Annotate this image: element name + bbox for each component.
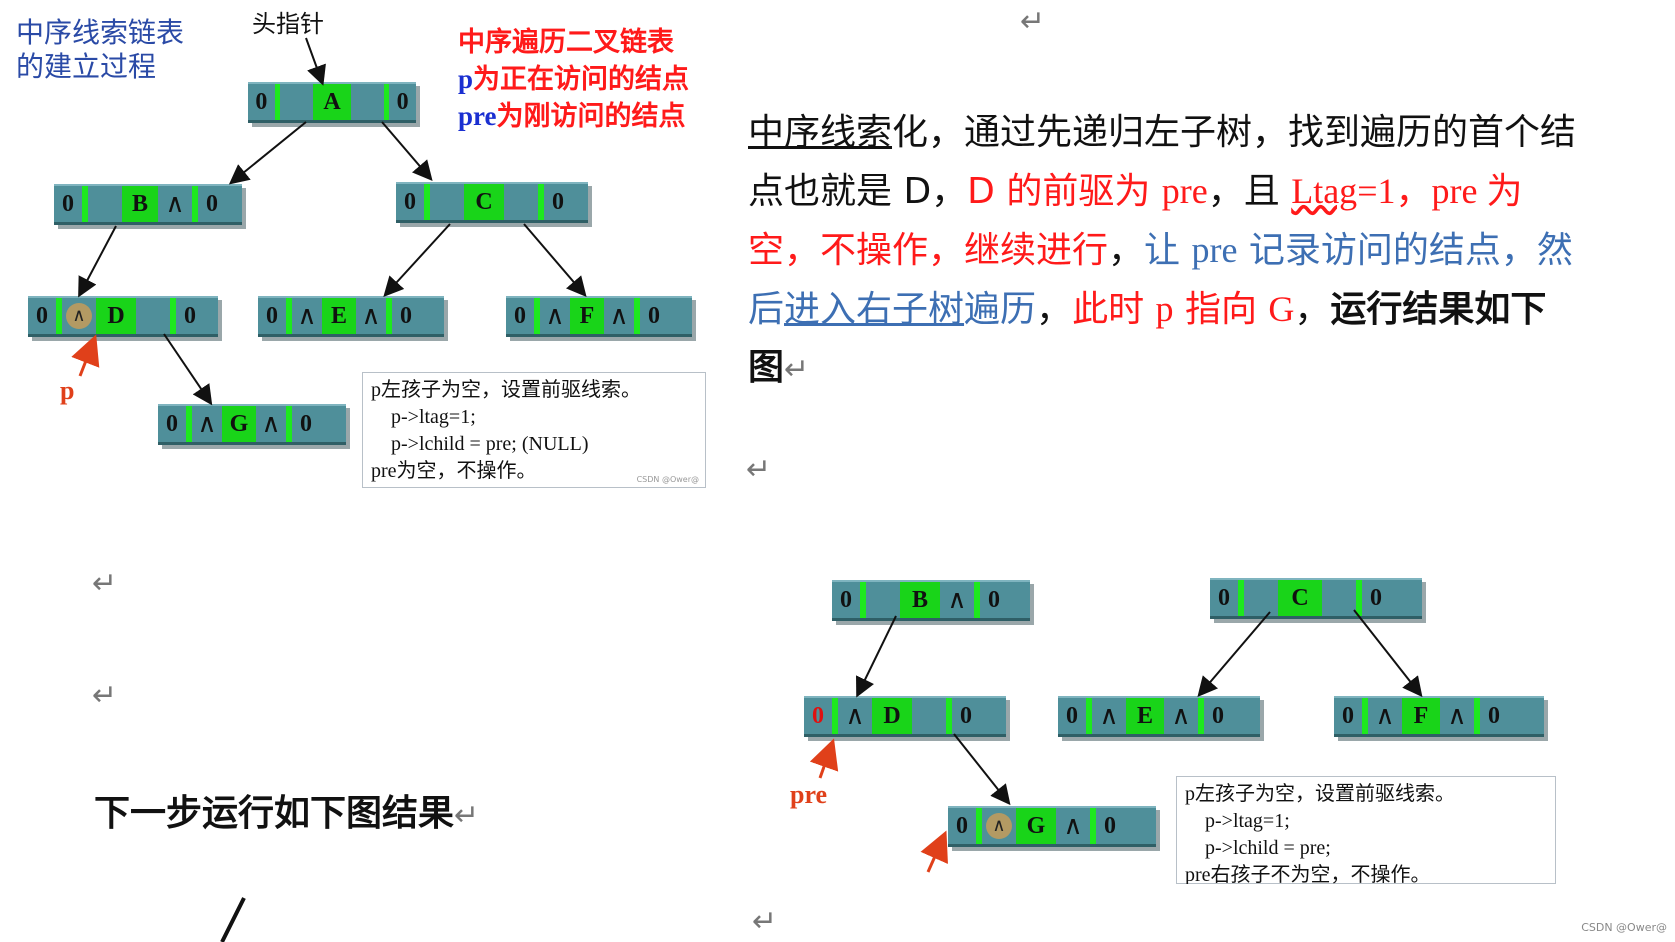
tree-node-g-2: 0 ∧ G ∧ 0 (948, 806, 1156, 847)
enter-mark-left-1: ↵ (92, 566, 118, 601)
enter-mark-para-after: ↵ (746, 452, 772, 487)
next-step-text: 下一步运行如下图结果↵ (94, 793, 480, 834)
tree-node-a: 0 A 0 (248, 82, 416, 123)
tree-node-b-2: 0 B ∧ 0 (832, 580, 1030, 621)
top-left-figure: 中序线索链表 的建立过程 头指针 中序遍历二叉链表 p为正在访问的结点 pre为… (0, 0, 712, 488)
tree-node-d: 0 ∧ D 0 (28, 296, 218, 337)
thread-marker-2: ∧ (982, 808, 1016, 844)
figure-legend: 中序遍历二叉链表 p为正在访问的结点 pre为刚访问的结点 (458, 27, 690, 131)
enter-mark-left-2: ↵ (92, 678, 118, 713)
enter-mark-bottom: ↵ (752, 904, 778, 939)
code-box-top: p左孩子为空，设置前驱线索。 p->ltag=1; p->lchild = pr… (362, 372, 706, 488)
tree-node-e: 0 ∧ E ∧ 0 (258, 296, 444, 337)
tree-node-e-2: 0 ∧ E ∧ 0 (1058, 696, 1260, 737)
figure-title: 中序线索链表 的建立过程 (16, 16, 185, 83)
stray-stroke (220, 897, 246, 942)
head-pointer-label: 头指针 (252, 10, 324, 38)
pointer-pre-label: pre (790, 780, 828, 809)
figure-watermark: CSDN @Ower@ (636, 475, 699, 484)
tree-node-c-2: 0 C 0 (1210, 578, 1422, 619)
tree-node-b: 0 B ∧ 0 (54, 184, 242, 225)
thread-marker: ∧ (62, 298, 96, 334)
tree-node-f: 0 ∧ F ∧ 0 (506, 296, 692, 337)
code-box-bottom: p左孩子为空，设置前驱线索。 p->ltag=1; p->lchild = pr… (1176, 776, 1556, 884)
tree-node-d-2: 0 ∧ D 0 (804, 696, 1006, 737)
tree-node-g: 0 ∧ G ∧ 0 (158, 404, 346, 445)
bottom-right-figure: 0 B ∧ 0 0 C 0 0 ∧ D 0 0 ∧ E ∧ 0 0 ∧ F ∧ (790, 570, 1556, 884)
tree-node-f-2: 0 ∧ F ∧ 0 (1334, 696, 1544, 737)
enter-mark-top: ↵ (1020, 4, 1046, 39)
explanation-paragraph: 中序线索化，通过先递归左子树，找到遍历的首个结点也就是 D，D 的前驱为 pre… (748, 112, 1577, 388)
page-watermark: CSDN @Ower@ (1581, 921, 1667, 934)
tree-node-c: 0 C 0 (396, 182, 588, 223)
pointer-p-label: p (60, 376, 75, 405)
